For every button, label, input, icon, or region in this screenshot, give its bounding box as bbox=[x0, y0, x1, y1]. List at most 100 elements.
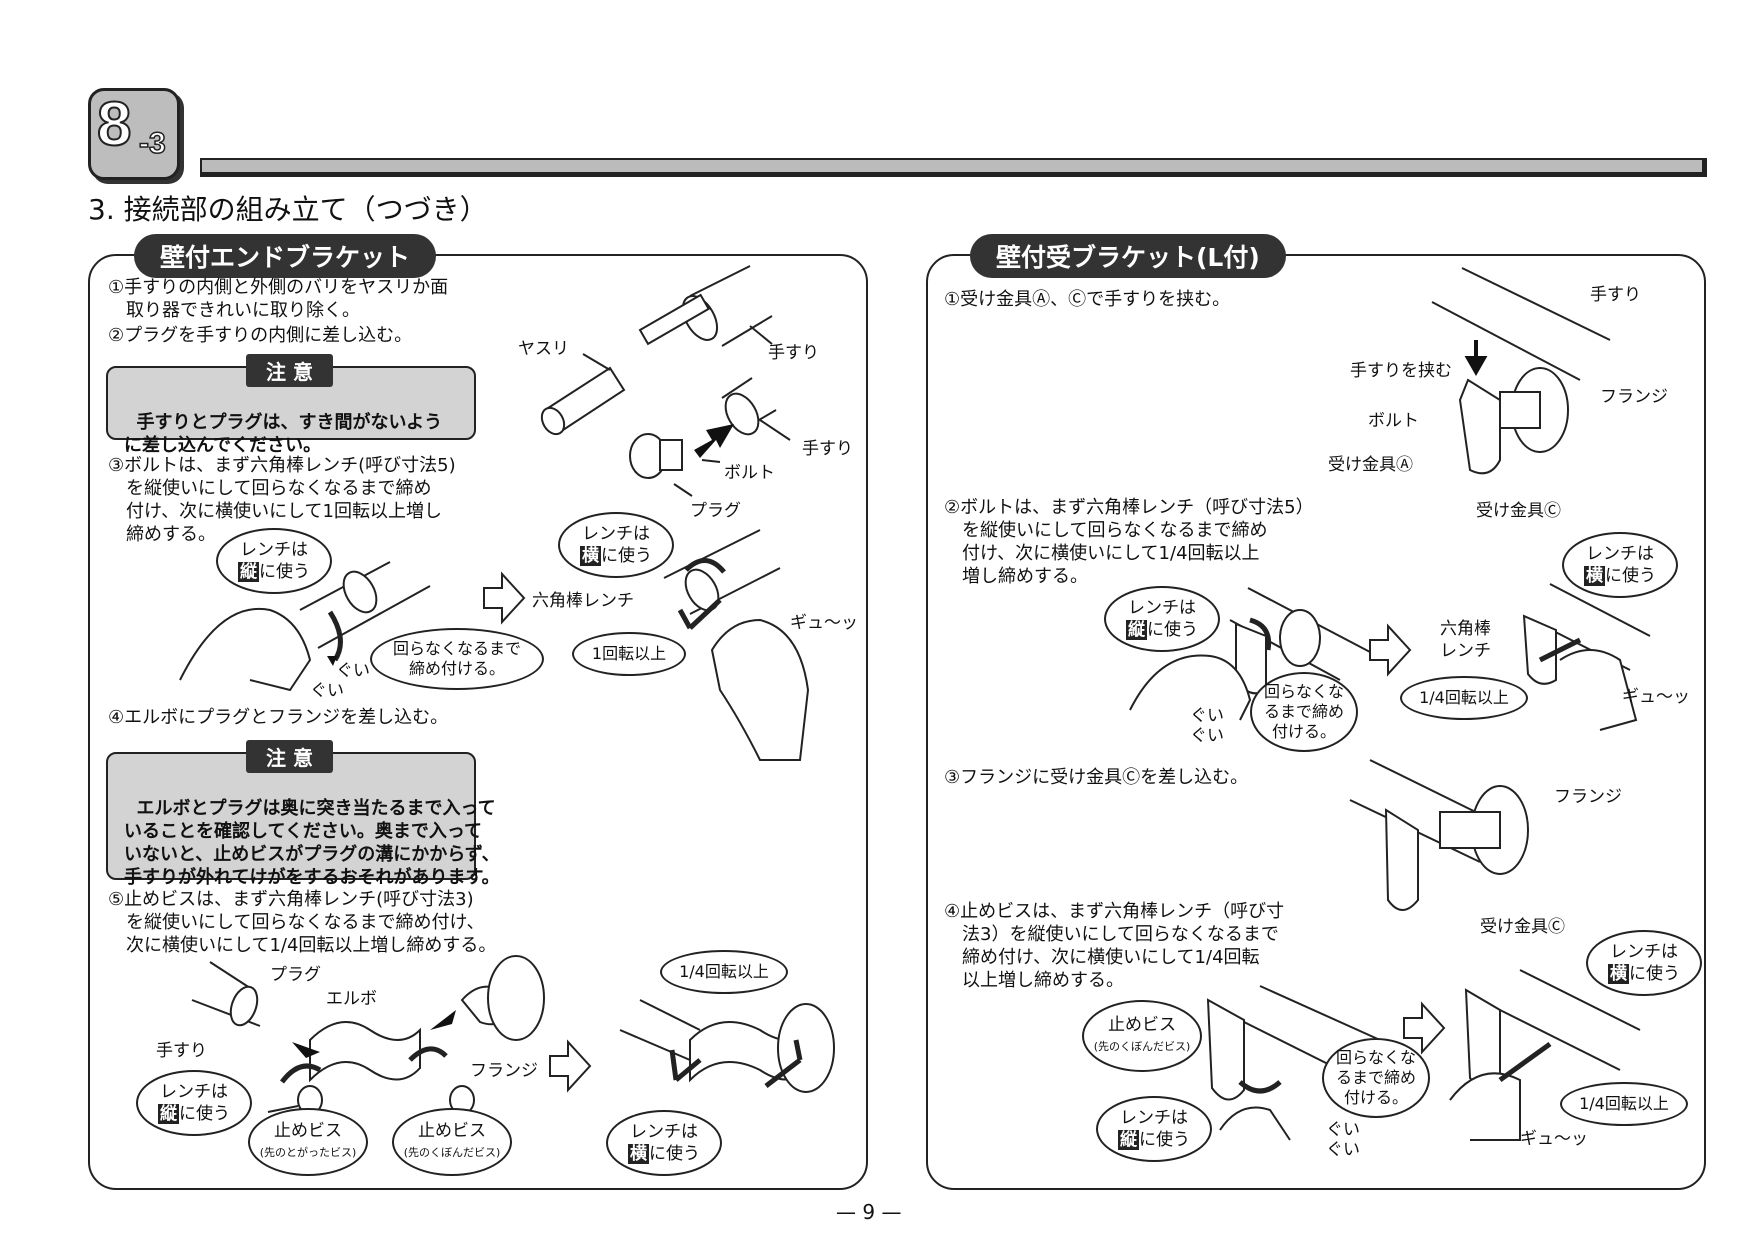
label-tesuri: 手すり bbox=[1590, 285, 1641, 305]
bubble-quarter-1: 1/4回転以上 bbox=[660, 950, 788, 994]
right-step-3: ③フランジに受け金具Ⓒを差し込む。 bbox=[944, 767, 1249, 788]
elbow-result-illustration bbox=[619, 999, 835, 1093]
left-panel-title: 壁付エンドブラケット bbox=[134, 234, 437, 278]
elbow-assembly-illustration bbox=[191, 955, 545, 1115]
label-tesuri-a: 手すり bbox=[768, 343, 819, 363]
bubble-text: レンチは bbox=[160, 1082, 228, 1102]
label-tesuri-c: 手すり bbox=[156, 1041, 207, 1061]
bubble-text: レンチは bbox=[1586, 544, 1654, 564]
bubble-text: に使う bbox=[1139, 1130, 1190, 1150]
label-gui-r2: ぐい ぐい bbox=[1326, 1120, 1360, 1160]
bubble-wrench-yoko-r1: レンチは 横に使う bbox=[1562, 532, 1678, 598]
label-hasamu: 手すりを挟む bbox=[1350, 361, 1452, 381]
bubble-note: (先のとがったビス) bbox=[259, 1146, 357, 1159]
bubble-text: 止めビス bbox=[1108, 1015, 1176, 1035]
kanji-tate: 縦 bbox=[1118, 1130, 1139, 1150]
label-bolt-r: ボルト bbox=[1368, 411, 1419, 431]
left-step-2: ②プラグを手すりの内側に差し込む。 bbox=[108, 325, 413, 346]
label-elbow: エルボ bbox=[326, 989, 377, 1009]
label-bolt: ボルト bbox=[724, 463, 775, 483]
bubble-text: レンチは bbox=[1610, 942, 1678, 962]
bubble-tomebisu-r: 止めビス (先のくぼんだビス) bbox=[1082, 1000, 1202, 1072]
label-gui-1: ぐい bbox=[336, 661, 370, 681]
label-gyu-r: ギュ～ッ bbox=[1622, 687, 1690, 707]
setscrew-horizontal-illustration bbox=[1449, 969, 1641, 1141]
label-gyu: ギュ～ッ bbox=[790, 613, 858, 633]
label-yasuri: ヤスリ bbox=[518, 339, 569, 359]
left-step-5: ⑤止めビスは、まず六角棒レンチ(呼び寸法3) を縦使いにして回らなくなるまで締め… bbox=[108, 889, 497, 956]
bubble-one-turn: 1回転以上 bbox=[572, 632, 686, 676]
label-plug: プラグ bbox=[690, 501, 741, 521]
clamp-wrench-vertical bbox=[1129, 587, 1371, 721]
left-step-1: ①手すりの内側と外側のバリをヤスリか面 取り器できれいに取り除く。 bbox=[108, 277, 449, 321]
bubble-text: レンチは bbox=[582, 524, 650, 544]
bubble-wrench-tate-2: レンチは 縦に使う bbox=[136, 1070, 252, 1136]
bubble-mawaranaku: 回らなくなるまで 締め付ける。 bbox=[370, 628, 544, 690]
bubble-wrench-tate-1: レンチは 縦に使う bbox=[216, 528, 332, 594]
label-ukeC-2: 受け金具Ⓒ bbox=[1480, 917, 1565, 937]
bubble-wrench-yoko-2: レンチは 横に使う bbox=[606, 1110, 722, 1176]
label-gui-r: ぐい ぐい bbox=[1190, 706, 1224, 746]
bubble-text: に使う bbox=[1605, 566, 1656, 586]
kanji-yoko: 横 bbox=[580, 546, 601, 566]
label-tesuri-b: 手すり bbox=[802, 439, 853, 459]
bubble-text: レンチは bbox=[630, 1122, 698, 1142]
setscrew-illustration bbox=[1206, 985, 1381, 1141]
right-panel-title: 壁付受ブラケット(L付) bbox=[970, 234, 1286, 278]
kanji-yoko: 横 bbox=[1608, 964, 1629, 984]
clamp-illustration bbox=[1431, 267, 1611, 475]
left-step-3: ③ボルトは、まず六角棒レンチ(呼び寸法5) を縦使いにして回らなくなるまで締め … bbox=[108, 455, 456, 545]
right-step-2: ②ボルトは、まず六角棒レンチ（呼び寸法5） を縦使いにして回らなくなるまで締め … bbox=[944, 497, 1314, 587]
bubble-mawaranakuna-1: 回らなくな るまで締め 付ける。 bbox=[1250, 672, 1358, 752]
bubble-note: (先のくぼんだビス) bbox=[403, 1146, 501, 1159]
label-flange: フランジ bbox=[470, 1061, 538, 1081]
bubble-quarter-r2: 1/4回転以上 bbox=[1560, 1082, 1688, 1126]
bubble-wrench-yoko-r2: レンチは 横に使う bbox=[1586, 930, 1702, 996]
right-step-1: ①受け金具Ⓐ、Ⓒで手すりを挟む。 bbox=[944, 289, 1231, 310]
bubble-text: に使う bbox=[601, 546, 652, 566]
kanji-tate: 縦 bbox=[238, 562, 259, 582]
bubble-text: レンチは bbox=[1120, 1108, 1188, 1128]
right-panel bbox=[926, 254, 1706, 1190]
left-step-4: ④エルボにプラグとフランジを差し込む。 bbox=[108, 707, 449, 728]
section-sub-number: -3 bbox=[138, 126, 166, 161]
label-flange-r: フランジ bbox=[1600, 387, 1668, 407]
label-rokkaku: 六角棒レンチ bbox=[532, 591, 634, 611]
label-ukeA: 受け金具Ⓐ bbox=[1328, 455, 1413, 475]
caution-text-1: 手すりとプラグは、すき間がないよう に差し込んでください。 bbox=[124, 412, 443, 456]
label-gui-2: ぐい bbox=[310, 681, 344, 701]
kanji-yoko: 横 bbox=[1584, 566, 1605, 586]
label-flange-r2: フランジ bbox=[1554, 787, 1622, 807]
header-rule bbox=[200, 158, 1707, 177]
kanji-tate: 縦 bbox=[1126, 620, 1147, 640]
bubble-tomebisu-1: 止めビス (先のとがったビス) bbox=[248, 1108, 368, 1176]
bubble-text: 止めビス bbox=[418, 1121, 486, 1141]
caution-text-2: エルボとプラグは奥に突き当たるまで入って いることを確認してください。奥まで入っ… bbox=[124, 798, 500, 888]
kanji-tate: 縦 bbox=[158, 1104, 179, 1124]
bubble-text: レンチは bbox=[1128, 598, 1196, 618]
file-illustration bbox=[540, 265, 791, 497]
bubble-mawaranakuna-2: 回らなくな るまで締め 付ける。 bbox=[1322, 1038, 1430, 1118]
right-step-4: ④止めビスは、まず六角棒レンチ（呼び寸 法3）を縦使いにして回らなくなるまで 締… bbox=[944, 901, 1285, 991]
bubble-text: に使う bbox=[259, 562, 310, 582]
caution-box-2: エルボとプラグは奥に突き当たるまで入って いることを確認してください。奥まで入っ… bbox=[106, 752, 500, 888]
wrench-vertical-illustration bbox=[179, 561, 431, 692]
section-number: 8 bbox=[96, 89, 133, 160]
caution-tag-1: 注 意 bbox=[246, 354, 333, 387]
label-rokkaku-r: 六角棒 レンチ bbox=[1440, 619, 1491, 661]
bubble-text: 止めビス bbox=[274, 1121, 342, 1141]
kanji-yoko: 横 bbox=[628, 1144, 649, 1164]
page-number: — 9 — bbox=[836, 1200, 902, 1224]
bubble-wrench-tate-r1: レンチは 縦に使う bbox=[1104, 586, 1220, 652]
clamp-wrench-horizontal bbox=[1522, 583, 1651, 731]
bubble-text: レンチは bbox=[240, 540, 308, 560]
section-title: 3. 接続部の組み立て（つづき） bbox=[88, 193, 488, 226]
wrench-horizontal-illustration bbox=[663, 529, 810, 761]
section-badge: 8 -3 bbox=[88, 88, 180, 180]
label-gyu-r2: ギュ～ッ bbox=[1520, 1129, 1588, 1149]
bubble-wrench-yoko-1: レンチは 横に使う bbox=[558, 512, 674, 578]
flange-insert-illustration bbox=[1349, 759, 1529, 911]
bubble-text: に使う bbox=[649, 1144, 700, 1164]
bubble-wrench-tate-r2: レンチは 縦に使う bbox=[1096, 1096, 1212, 1162]
